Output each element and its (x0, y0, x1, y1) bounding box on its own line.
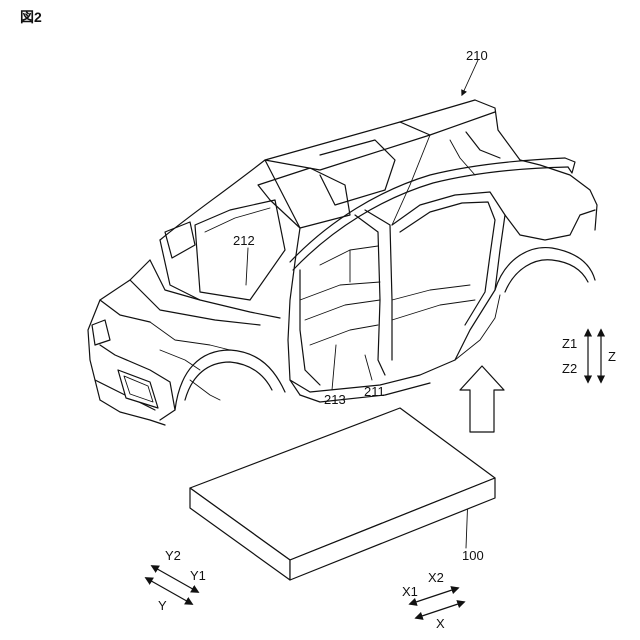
x-minus-label: X1 (402, 584, 418, 599)
y-axis-label: Y (158, 598, 167, 613)
y-plus-label: Y1 (190, 568, 206, 583)
label-210: 210 (466, 48, 488, 63)
z-plus-label: Z1 (562, 336, 577, 351)
battery-pack (190, 408, 495, 580)
x-plus-label: X2 (428, 570, 444, 585)
x-axis-label: X (436, 616, 445, 631)
label-213: 213 (324, 392, 346, 407)
label-100: 100 (462, 548, 484, 563)
y-axis-indicator: Y2 Y1 Y (146, 548, 206, 613)
z-minus-label: Z2 (562, 361, 577, 376)
y-minus-label: Y2 (165, 548, 181, 563)
vehicle-body (88, 100, 597, 425)
assembly-direction-arrow (460, 366, 504, 432)
label-212: 212 (233, 233, 255, 248)
label-211: 211 (364, 384, 385, 399)
z-axis-indicator: Z1 Z2 Z (562, 330, 616, 382)
z-axis-label: Z (608, 349, 616, 364)
x-axis-indicator: X1 X2 X (402, 570, 464, 631)
figure-title: 図2 (20, 9, 42, 25)
